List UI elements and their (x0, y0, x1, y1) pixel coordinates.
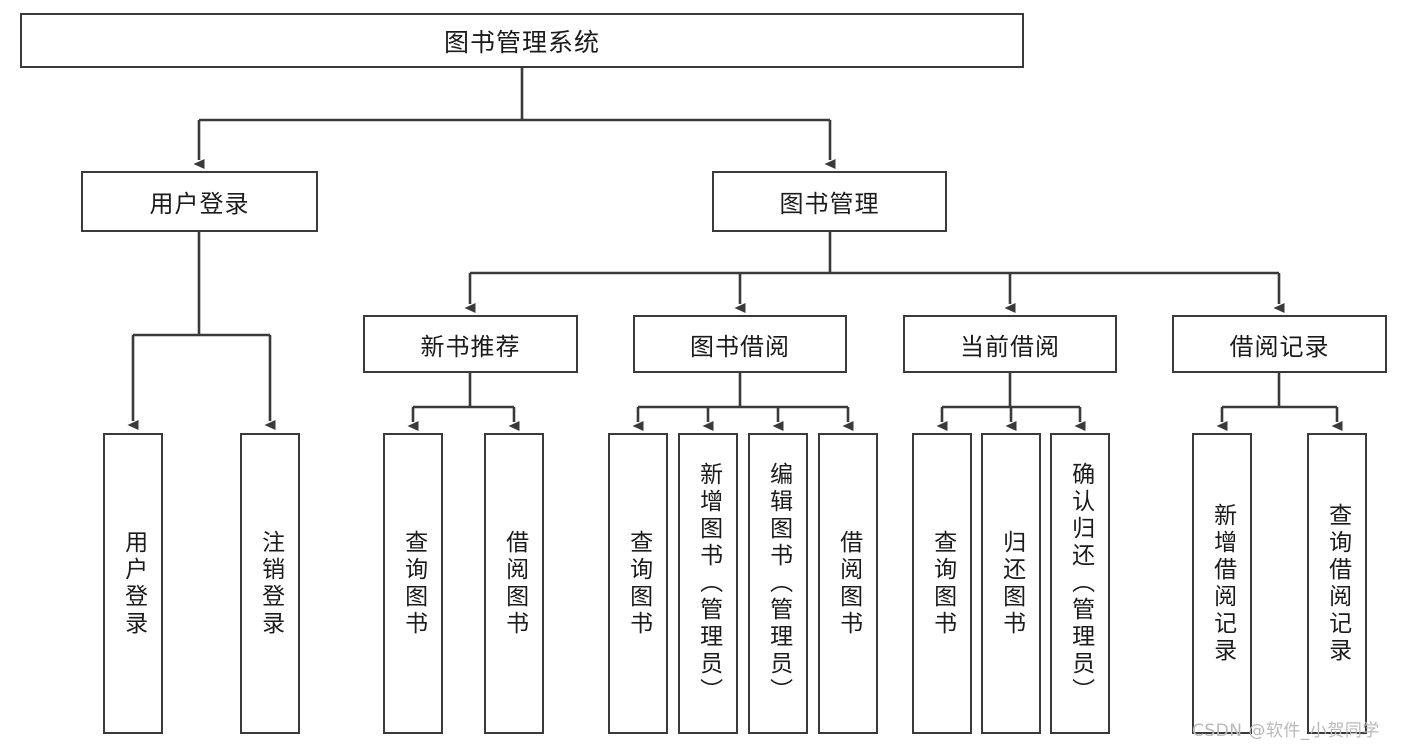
leaf-new-book-query[interactable]: 查询图书 (383, 433, 443, 734)
node-root-system[interactable]: 图书管理系统 (20, 13, 1024, 68)
node-user-login-label: 用户登录 (149, 190, 250, 218)
leaf-borrow-record-query-label: 查询借阅记录 (1324, 502, 1351, 665)
leaf-book-borrow-add[interactable]: 新增图书（管理员） (678, 433, 738, 734)
leaf-book-borrow-query-label: 查询图书 (625, 529, 652, 638)
leaf-current-borrow-return-label: 归还图书 (998, 529, 1025, 638)
leaf-current-borrow-confirm-return[interactable]: 确认归还（管理员） (1050, 433, 1110, 734)
node-new-book-recommend-label: 新书推荐 (420, 332, 521, 361)
node-current-borrow[interactable]: 当前借阅 (903, 315, 1117, 373)
leaf-current-borrow-return[interactable]: 归还图书 (981, 433, 1041, 734)
leaf-book-borrow-edit-label: 编辑图书（管理员） (765, 462, 792, 705)
leaf-user-login-logout[interactable]: 注销登录 (240, 433, 300, 734)
leaf-user-login-login-label: 用户登录 (120, 529, 147, 638)
node-new-book-recommend[interactable]: 新书推荐 (363, 315, 578, 373)
leaf-book-borrow-edit[interactable]: 编辑图书（管理员） (748, 433, 808, 734)
node-current-borrow-label: 当前借阅 (960, 332, 1060, 361)
leaf-current-borrow-confirm-return-label: 确认归还（管理员） (1067, 462, 1094, 705)
leaf-book-borrow-query[interactable]: 查询图书 (608, 433, 668, 734)
node-book-borrow-label: 图书借阅 (690, 332, 790, 361)
node-user-login[interactable]: 用户登录 (81, 171, 318, 232)
node-root-system-label: 图书管理系统 (443, 27, 600, 57)
node-borrow-record[interactable]: 借阅记录 (1172, 315, 1387, 373)
leaf-user-login-logout-label: 注销登录 (257, 529, 284, 638)
node-borrow-record-label: 借阅记录 (1229, 332, 1330, 361)
node-book-borrow[interactable]: 图书借阅 (633, 315, 847, 373)
leaf-book-borrow-add-label: 新增图书（管理员） (695, 462, 722, 705)
node-book-management[interactable]: 图书管理 (712, 171, 947, 232)
leaf-book-borrow-borrow-label: 借阅图书 (835, 529, 862, 638)
leaf-new-book-borrow[interactable]: 借阅图书 (484, 433, 544, 734)
leaf-current-borrow-query[interactable]: 查询图书 (912, 433, 972, 734)
leaf-current-borrow-query-label: 查询图书 (929, 529, 956, 638)
leaf-borrow-record-add-label: 新增借阅记录 (1209, 502, 1236, 665)
node-book-management-label: 图书管理 (779, 190, 880, 218)
leaf-new-book-query-label: 查询图书 (400, 529, 427, 638)
leaf-user-login-login[interactable]: 用户登录 (103, 433, 163, 734)
leaf-borrow-record-add[interactable]: 新增借阅记录 (1192, 433, 1252, 734)
leaf-borrow-record-query[interactable]: 查询借阅记录 (1307, 433, 1367, 734)
leaf-book-borrow-borrow[interactable]: 借阅图书 (818, 433, 878, 734)
leaf-new-book-borrow-label: 借阅图书 (501, 529, 528, 638)
csdn-watermark: CSDN @软件_小贺同学 (1192, 721, 1380, 741)
